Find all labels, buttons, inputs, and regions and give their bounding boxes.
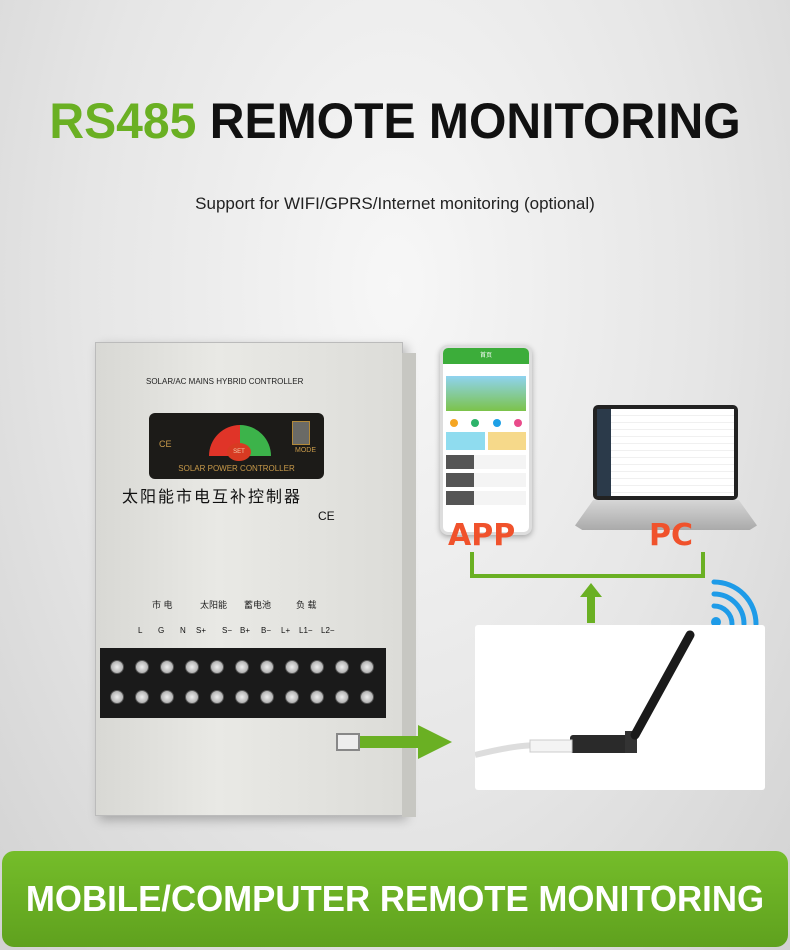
- terminal-label: L: [138, 626, 143, 635]
- terminal-block: [100, 648, 386, 718]
- laptop-base: [575, 500, 757, 530]
- terminal-screw: [260, 660, 274, 674]
- terminal-screw: [310, 690, 324, 704]
- terminal-screw: [185, 660, 199, 674]
- terminal-screw: [110, 690, 124, 704]
- ce-mark: CE: [318, 509, 335, 523]
- subtitle: Support for WIFI/GPRS/Internet monitorin…: [195, 194, 595, 213]
- terminal-label: N: [180, 626, 186, 635]
- hybrid-controller-image: SOLAR/AC MAINS HYBRID CONTROLLER CE SET …: [95, 342, 416, 817]
- phone-header: 首页: [443, 348, 529, 364]
- set-button: SET: [227, 443, 251, 461]
- model-label: SOLAR/AC MAINS HYBRID CONTROLLER: [146, 377, 304, 386]
- group-label: 市 电: [152, 600, 173, 610]
- terminal-screw: [210, 690, 224, 704]
- terminal-screw: [260, 690, 274, 704]
- terminal-label: G: [158, 626, 165, 635]
- group-label: 太阳能: [200, 600, 228, 610]
- rs485-wifi-module-photo: [474, 625, 765, 790]
- terminal-screw: [335, 690, 349, 704]
- terminal-screw: [360, 690, 374, 704]
- title-rest: REMOTE MONITORING: [196, 93, 741, 149]
- group-label: 负 载: [296, 600, 317, 610]
- terminal-screw: [285, 690, 299, 704]
- phone-app-screenshot: 首页: [440, 345, 532, 535]
- terminal-screw: [310, 660, 324, 674]
- terminal-label: S+: [196, 626, 207, 635]
- panel-label: SOLAR POWER CONTROLLER: [178, 464, 295, 473]
- terminal-screw: [235, 660, 249, 674]
- terminal-screw: [210, 660, 224, 674]
- terminal-screw: [335, 660, 349, 674]
- terminal-screw: [235, 690, 249, 704]
- mode-label: MODE: [295, 447, 316, 454]
- connection-bracket: [470, 552, 705, 578]
- terminal-screw: [160, 690, 174, 704]
- terminal-screw: [160, 660, 174, 674]
- chinese-product-name: 太阳能市电互补控制器: [122, 487, 303, 506]
- terminal-screw: [135, 690, 149, 704]
- arrow-up-icon: [580, 583, 602, 623]
- wifi-icon: [711, 579, 759, 627]
- banner-text: MOBILE/COMPUTER REMOTE MONITORING: [25, 878, 765, 919]
- group-label: 蓄电池: [244, 600, 272, 610]
- panel-ce-mark: CE: [159, 439, 172, 449]
- terminal-label: S−: [222, 626, 233, 635]
- terminal-label: L1−: [299, 626, 313, 635]
- page-title: RS485 REMOTE MONITORING: [15, 92, 775, 150]
- terminal-label: B+: [240, 626, 251, 635]
- rj45-port: [336, 733, 360, 751]
- terminal-label: L+: [281, 626, 291, 635]
- terminal-screw: [285, 660, 299, 674]
- laptop-pc-screenshot: [593, 405, 738, 500]
- terminal-screw: [185, 690, 199, 704]
- arrow-right-icon: [360, 725, 452, 759]
- pc-label: PC: [649, 518, 694, 553]
- terminal-screw: [110, 660, 124, 674]
- mode-button: [292, 421, 310, 445]
- terminal-screw: [135, 660, 149, 674]
- app-label: APP: [448, 518, 516, 553]
- bottom-banner: MOBILE/COMPUTER REMOTE MONITORING: [2, 851, 788, 947]
- terminal-label: B−: [261, 626, 272, 635]
- control-panel: CE SET MODE SOLAR POWER CONTROLLER: [149, 413, 324, 479]
- title-accent: RS485: [49, 93, 197, 149]
- terminal-screw: [360, 660, 374, 674]
- terminal-label: L2−: [321, 626, 335, 635]
